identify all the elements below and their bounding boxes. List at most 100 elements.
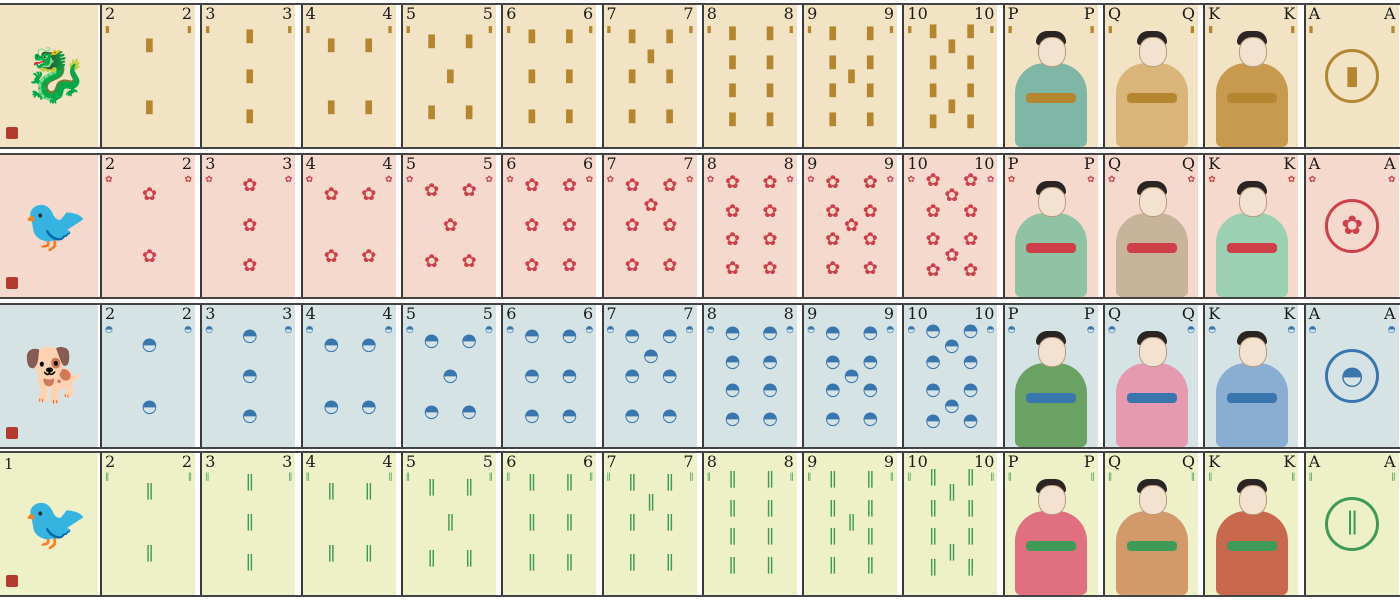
- bamboo-icon: ∥: [966, 498, 975, 520]
- rank-label-top-right: 9: [883, 5, 895, 23]
- fan-icon: ◓: [1208, 325, 1217, 335]
- sash: [1026, 243, 1077, 253]
- lotus-icon: ✿: [963, 200, 979, 222]
- lantern-icon: ▮: [445, 65, 456, 86]
- card-illustration-bamboo[interactable]: 🐦1: [0, 453, 98, 595]
- rank-label-top-left: 10: [907, 453, 928, 471]
- fan-icon: ◓: [624, 404, 641, 426]
- lotus-icon: ✿: [825, 229, 841, 251]
- fan-icon: ◓: [886, 325, 895, 335]
- lotus-icon: ✿: [925, 169, 941, 191]
- lotus-icon: ✿: [825, 257, 841, 279]
- fan-icon: ◓: [862, 322, 879, 344]
- lotus-icon: ✿: [886, 175, 895, 185]
- rank-label-top-right: 7: [683, 155, 694, 173]
- animal-emblem-icon: 🐕: [23, 346, 88, 406]
- bamboo-icon: ∥: [565, 513, 574, 534]
- lotus-icon: ✿: [405, 175, 414, 185]
- lotus-icon: ✿: [725, 257, 741, 279]
- face: [1238, 337, 1267, 367]
- bamboo-icon: ∥: [928, 558, 938, 580]
- fan-icon: ◓: [323, 333, 340, 355]
- bamboo-icon: ∥: [506, 473, 511, 483]
- court-figure-P: [1005, 177, 1098, 297]
- lantern-icon: ▮: [363, 33, 374, 55]
- fan-icon: ◓: [925, 319, 941, 341]
- lotus-icon: ✿: [986, 175, 995, 185]
- lotus-icon: ✿: [485, 175, 493, 185]
- rank-label-top-left: 5: [405, 5, 417, 23]
- fan-icon: ◓: [561, 404, 578, 426]
- lantern-icon: ▮: [144, 96, 155, 118]
- rank-label-top-left: P: [1007, 305, 1019, 323]
- card-illustration-lotus[interactable]: 🐦: [0, 155, 98, 297]
- bamboo-icon: ∥: [364, 481, 373, 503]
- lotus-icon: ✿: [762, 229, 778, 251]
- lantern-icon: ▮: [326, 33, 337, 55]
- card-illustration-fan[interactable]: 🐕: [0, 305, 98, 447]
- bamboo-icon: ∥: [847, 513, 856, 534]
- rank-label-top-right: P: [1083, 155, 1095, 173]
- card-illustration-lantern[interactable]: 🐉: [0, 5, 98, 147]
- pip-area: ✿✿✿✿✿✿✿✿✿✿: [914, 155, 989, 297]
- rank-label-top-left: P: [1007, 5, 1019, 23]
- rank-label-top-right: 6: [583, 453, 594, 471]
- lotus-icon: ✿: [825, 172, 841, 194]
- fan-icon: ◓: [141, 333, 158, 355]
- pip-area: ∥∥: [112, 453, 187, 595]
- lantern-icon: ▮: [827, 107, 838, 129]
